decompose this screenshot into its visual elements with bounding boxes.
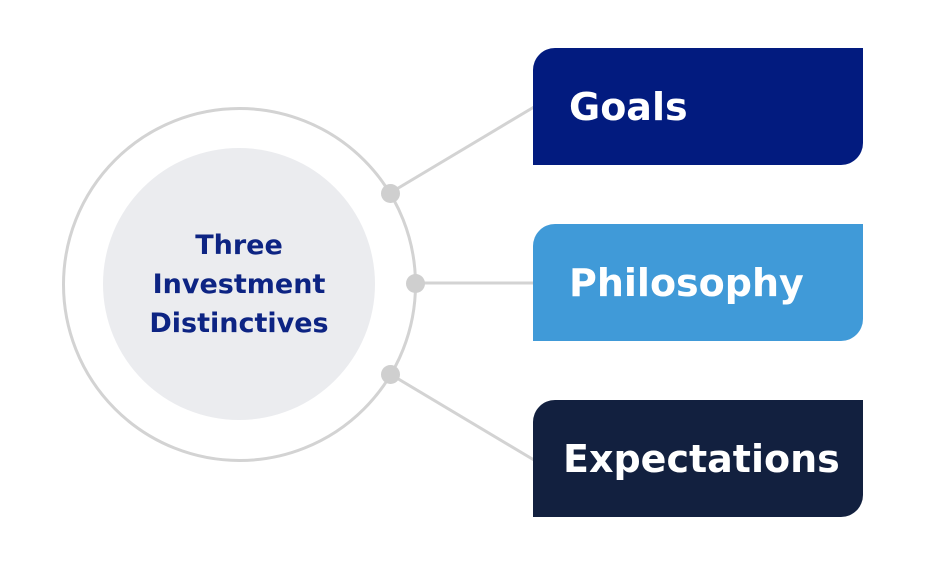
center-title: Three Investment Distinctives bbox=[119, 226, 359, 343]
connector-goals bbox=[389, 105, 535, 195]
connector-expectations bbox=[389, 372, 535, 462]
branch-label-expectations: Expectations bbox=[563, 436, 840, 481]
center-title-line-2: Investment bbox=[152, 268, 326, 300]
center-circle: Three Investment Distinctives bbox=[103, 148, 375, 420]
center-title-line-1: Three bbox=[195, 229, 283, 261]
center-title-line-3: Distinctives bbox=[149, 307, 329, 339]
branch-label-philosophy: Philosophy bbox=[569, 260, 804, 305]
connector-dot-expectations bbox=[381, 365, 400, 384]
branch-box-expectations: Expectations bbox=[533, 400, 863, 517]
branch-box-goals: Goals bbox=[533, 48, 863, 165]
branch-box-philosophy: Philosophy bbox=[533, 224, 863, 341]
connector-dot-goals bbox=[381, 184, 400, 203]
branch-label-goals: Goals bbox=[569, 84, 688, 129]
connector-dot-philosophy bbox=[406, 274, 425, 293]
